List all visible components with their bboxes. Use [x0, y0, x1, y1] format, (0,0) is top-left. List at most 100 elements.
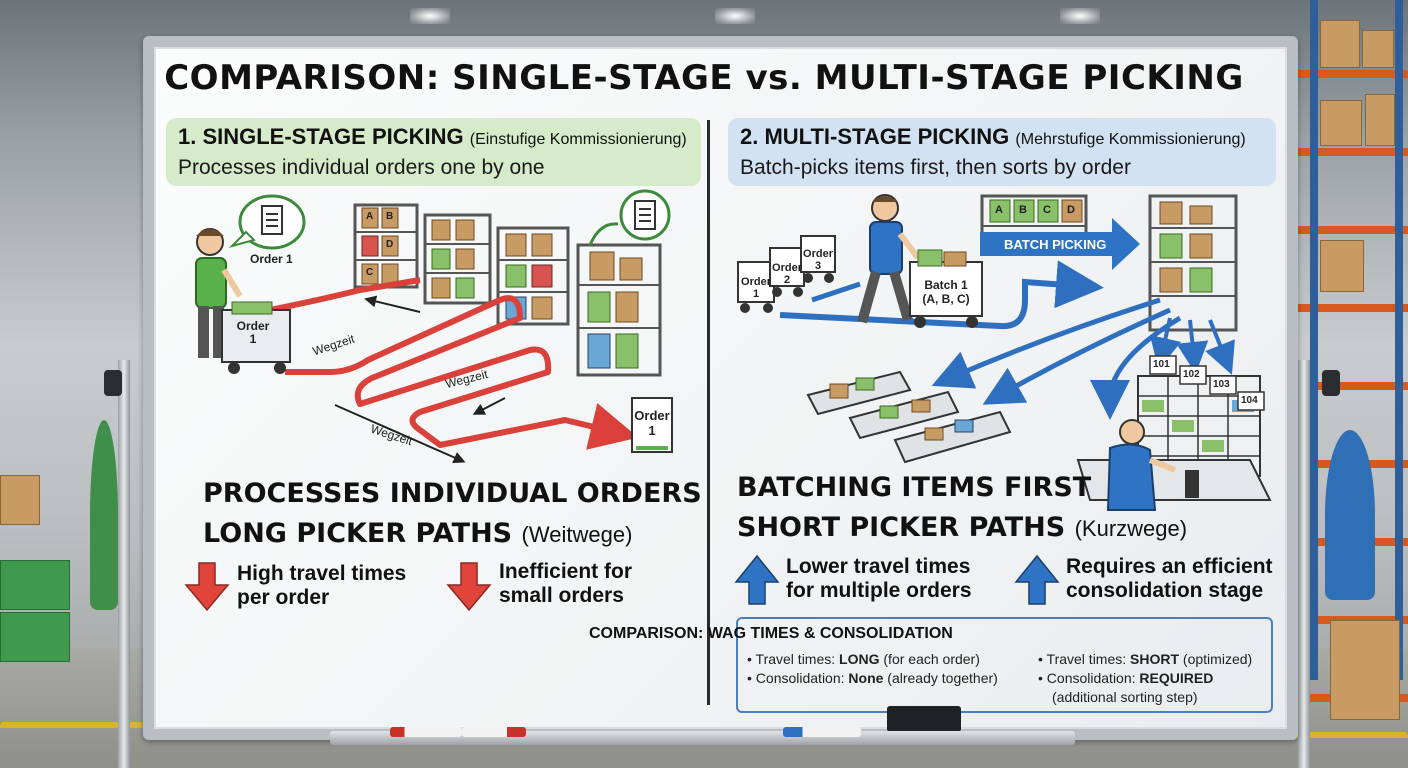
ceiling-light	[410, 8, 450, 24]
order-complete-document	[631, 397, 673, 453]
left-summary-line1: PROCESSES INDIVIDUAL ORDERS	[203, 478, 702, 509]
shelf-label-a: A	[366, 211, 374, 222]
rack-column	[1310, 0, 1318, 680]
bin-label-104: 104	[1241, 395, 1258, 406]
left-description: Processes individual orders one by one	[178, 156, 545, 179]
batch-shelf-label-c: C	[1043, 204, 1051, 216]
green-crate	[0, 560, 70, 610]
cardboard-box	[1320, 100, 1362, 146]
rack-column	[1395, 0, 1403, 680]
cart-order-2-line2: 2	[783, 274, 791, 286]
cardboard-box	[1330, 620, 1400, 720]
batch-path	[779, 260, 1104, 330]
left-point-2-line1: Inefficient for	[499, 560, 633, 583]
right-point-2: Requires an efficient consolidation stag…	[1066, 555, 1273, 603]
comparison-right-item-1-value: SHORT	[1130, 651, 1180, 667]
comparison-right-item-2: • Consolidation: REQUIRED	[1038, 669, 1213, 687]
red-marker	[390, 727, 462, 737]
right-heading-box: 2. MULTI-STAGE PICKING (Mehrstufige Komm…	[728, 118, 1276, 186]
distribution-arrow	[1205, 319, 1235, 375]
return-arrow	[588, 222, 619, 246]
direction-arrow	[334, 404, 466, 464]
ceiling-light	[715, 8, 755, 24]
comparison-box	[736, 617, 1273, 713]
left-shelves	[353, 203, 662, 377]
sorting-conveyors	[806, 370, 1012, 464]
comparison-left-item-1-rest: (for each order)	[879, 651, 980, 667]
column-divider	[707, 120, 710, 705]
left-point-1-line2: per order	[237, 586, 330, 609]
batch-cart	[909, 249, 983, 328]
ceiling-light	[1060, 8, 1100, 24]
arrow-down-icon	[446, 562, 492, 612]
right-summary-line2-sub: (Kurzwege)	[1074, 516, 1188, 541]
batch-path	[811, 281, 861, 303]
distribution-arrow	[931, 297, 1161, 389]
right-heading-sub: (Mehrstufige Kommissionierung)	[1015, 131, 1246, 148]
batch-shelf-label-a: A	[995, 204, 1003, 216]
cart-order-1-label: Order 1	[738, 276, 774, 300]
page-title: COMPARISON: SINGLE-STAGE vs. MULTI-STAGE…	[164, 58, 1244, 98]
sorter-person	[1076, 419, 1272, 511]
picker-person	[195, 228, 243, 358]
stand-leg	[118, 360, 130, 768]
cardboard-box	[1320, 240, 1364, 292]
order-bubble	[228, 194, 306, 250]
bin-label-103: 103	[1213, 379, 1230, 390]
batch-picking-arrow	[980, 218, 1140, 270]
right-summary-line2-text: SHORT PICKER PATHS	[737, 512, 1066, 543]
right-heading: 2. MULTI-STAGE PICKING (Mehrstufige Komm…	[740, 124, 1264, 150]
stand-knob	[1322, 370, 1340, 396]
batch-shelf-label-b: B	[1019, 204, 1027, 216]
left-point-2-line2: small orders	[499, 584, 624, 607]
cart-order-3-label: Order 3	[801, 248, 835, 272]
distribution-arrow	[1149, 317, 1182, 370]
batch-cart-label-line1: Batch 1	[924, 278, 968, 292]
bin-label-101: 101	[1153, 359, 1170, 370]
blue-marker	[783, 727, 861, 737]
cart-order-label: Order 1	[228, 320, 278, 346]
order-complete-label: Order 1	[632, 408, 672, 438]
comparison-right-note: (additional sorting step)	[1052, 689, 1198, 705]
right-summary-line1: BATCHING ITEMS FIRST	[737, 472, 1092, 503]
left-heading-box: 1. SINGLE-STAGE PICKING (Einstufige Komm…	[166, 118, 701, 186]
shelf-unit	[353, 203, 419, 289]
left-heading-sub: (Einstufige Kommissionierung)	[469, 131, 687, 148]
right-shelf-unit	[1148, 194, 1238, 332]
cardboard-box	[1365, 94, 1395, 146]
left-heading-text: 1. SINGLE-STAGE PICKING	[178, 124, 464, 149]
comparison-left-item-2-label: • Consolidation:	[747, 670, 849, 686]
direction-arrow	[472, 397, 506, 415]
right-summary-line2: SHORT PICKER PATHS (Kurzwege)	[737, 512, 1187, 543]
right-point-2-line2: consolidation stage	[1066, 579, 1264, 602]
background-worker	[90, 420, 118, 610]
comparison-left-item-2-value: None	[848, 670, 884, 686]
picker-path	[285, 295, 639, 450]
right-heading-text: 2. MULTI-STAGE PICKING	[740, 124, 1010, 149]
green-crate	[0, 612, 70, 662]
cart-order-1-line1: Order	[741, 276, 771, 288]
arrow-up-icon	[1014, 554, 1060, 605]
right-description: Batch-picks items first, then sorts by o…	[740, 156, 1131, 179]
cardboard-box	[0, 475, 40, 525]
order-carts	[737, 235, 836, 313]
comparison-right-item-2-value: REQUIRED	[1139, 670, 1214, 686]
comparison-right-item-1-label: • Travel times:	[1038, 651, 1131, 667]
order-cart	[221, 301, 291, 374]
cart-order-label-line2: 1	[249, 332, 257, 346]
comparison-right-item-1-rest: (optimized)	[1179, 651, 1253, 667]
comparison-left-item-1-label: • Travel times:	[747, 651, 840, 667]
red-marker-cap	[462, 727, 526, 737]
shelf-unit	[423, 213, 492, 305]
cart-order-1-line2: 1	[752, 288, 760, 300]
bin-labels	[1149, 355, 1265, 411]
cart-order-2-line1: Order	[772, 262, 802, 274]
comparison-left-item-2-rest: (already together)	[883, 670, 998, 686]
stand-knob	[104, 370, 122, 396]
left-point-1-line1: High travel times	[237, 562, 407, 585]
comparison-right-item-2-label: • Consolidation:	[1038, 670, 1140, 686]
cart-order-label-line1: Order	[236, 319, 270, 333]
left-point-2: Inefficient for small orders	[499, 560, 632, 608]
comparison-left-item-2: • Consolidation: None (already together)	[747, 669, 998, 687]
